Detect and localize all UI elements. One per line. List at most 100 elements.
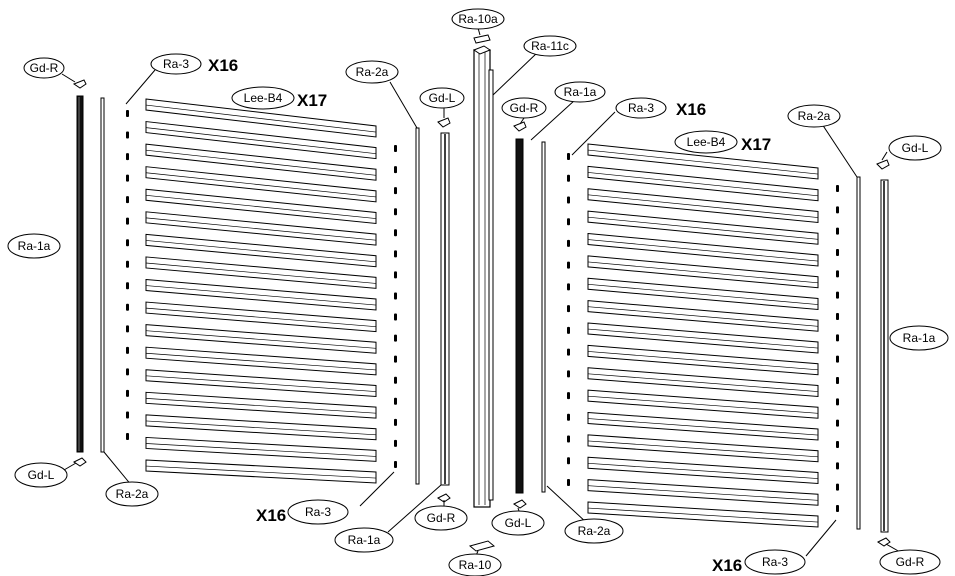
labels: Gd-R Ra-3 X16 Lee-B4 X17 Ra-2a Gd-L Ra-1… — [7, 8, 949, 576]
label-gd-l-bottom-left: Gd-L — [14, 462, 68, 488]
clip-ra-3 — [567, 435, 570, 443]
clip-ra-3 — [126, 196, 129, 204]
label-ra-2a-bottom-right-panel: Ra-2a — [564, 518, 624, 544]
slat — [587, 165, 819, 202]
label-ra-2a-right-panel-top: Ra-2a — [787, 104, 841, 128]
slat — [587, 210, 819, 245]
slat — [145, 211, 377, 246]
clip-ra-3 — [836, 313, 839, 320]
left-panel-clips-left — [126, 110, 129, 440]
svg-text:Ra-3: Ra-3 — [163, 57, 189, 71]
slat — [145, 391, 377, 419]
slat — [145, 436, 377, 462]
svg-text:Gd-R: Gd-R — [30, 61, 59, 75]
svg-text:Ra-1a: Ra-1a — [564, 85, 597, 99]
slat — [145, 459, 377, 484]
svg-text:X16: X16 — [208, 56, 238, 75]
clip-ra-3 — [394, 250, 397, 258]
svg-text:Ra-10: Ra-10 — [459, 558, 492, 572]
clip-ra-3 — [836, 291, 839, 299]
slat-groove — [587, 373, 819, 392]
right-panel-rail-1a-left — [515, 138, 524, 494]
clip-ra-3 — [394, 271, 397, 279]
svg-text:Lee-B4: Lee-B4 — [687, 135, 726, 149]
slat-groove — [145, 375, 377, 392]
svg-text:Ra-3: Ra-3 — [628, 101, 654, 115]
label-ra-3-bottom-left-panel: X16 Ra-3 — [256, 499, 349, 525]
svg-text:Gd-R: Gd-R — [427, 511, 456, 525]
label-ra-1a-right: Ra-1a — [889, 325, 949, 351]
svg-text:Ra-2a: Ra-2a — [798, 109, 831, 123]
post-11c-body — [473, 49, 491, 508]
slat — [145, 301, 377, 333]
slat — [145, 346, 377, 376]
clip-ra-3 — [567, 326, 570, 334]
slat-groove — [145, 285, 377, 306]
slat-groove — [587, 306, 819, 327]
center-post — [468, 34, 496, 552]
clip-ra-3 — [126, 368, 129, 376]
clip-ra-3 — [126, 411, 129, 419]
slat-groove — [587, 418, 819, 436]
svg-text:Ra-2a: Ra-2a — [356, 65, 389, 79]
clip-ra-3 — [394, 229, 397, 237]
svg-text:Ra-10a: Ra-10a — [458, 12, 498, 26]
clip-ra-3 — [567, 196, 570, 204]
right-panel-slats — [587, 143, 819, 528]
slat-groove — [587, 194, 819, 218]
slat-groove — [145, 352, 377, 371]
post-base-10 — [468, 540, 496, 552]
label-gd-l-bottom-center: Gd-L — [491, 510, 545, 536]
clip-ra-3 — [394, 145, 397, 152]
slat — [145, 121, 377, 160]
slat — [145, 166, 377, 203]
right-panel-guide-left-top — [876, 159, 890, 170]
clip-ra-3 — [126, 282, 129, 290]
label-gd-r-center: Gd-R — [501, 97, 547, 119]
clip-ra-3 — [836, 398, 839, 406]
svg-text:X16: X16 — [256, 506, 286, 525]
label-ra-1a-left: Ra-1a — [7, 233, 61, 259]
slat-groove — [145, 127, 377, 155]
slat-groove — [145, 262, 377, 284]
clip-ra-3 — [126, 303, 129, 311]
slat-groove — [587, 462, 819, 479]
left-guide-left-bottom — [73, 457, 87, 467]
clip-ra-3 — [567, 153, 570, 160]
post-cap-10a — [473, 34, 491, 44]
slat — [587, 322, 819, 354]
svg-text:Ra-1a: Ra-1a — [18, 239, 51, 253]
left-rail-2a — [100, 97, 105, 453]
clip-ra-3 — [567, 239, 570, 247]
slat — [145, 143, 377, 181]
svg-text:Gd-R: Gd-R — [510, 101, 539, 115]
clip-ra-3 — [394, 418, 397, 426]
clip-ra-3 — [567, 370, 570, 378]
clip-ra-3 — [836, 483, 839, 491]
slat-groove — [145, 194, 377, 219]
post-11c-top — [472, 45, 492, 55]
clip-ra-3 — [394, 208, 397, 216]
svg-text:Gd-L: Gd-L — [505, 516, 532, 530]
clip-ra-3 — [126, 217, 129, 225]
clip-ra-3 — [126, 346, 129, 354]
clip-ra-3 — [126, 174, 129, 182]
clip-ra-3 — [836, 185, 839, 192]
slat — [587, 434, 819, 463]
clip-ra-3 — [126, 153, 129, 161]
slat-groove — [145, 217, 377, 241]
label-ra-2a-top-left-panel: Ra-2a — [345, 60, 399, 84]
label-gd-l-top-right: Gd-L — [888, 135, 942, 161]
clip-ra-3 — [394, 376, 397, 384]
svg-text:Lee-B4: Lee-B4 — [244, 91, 283, 105]
clip-ra-3 — [567, 283, 570, 291]
slat — [587, 300, 819, 332]
clip-ra-3 — [836, 462, 839, 470]
slat — [587, 255, 819, 289]
slat-groove — [587, 440, 819, 458]
clip-ra-3 — [836, 419, 839, 427]
slat-groove — [587, 216, 819, 240]
slat — [145, 188, 377, 225]
slat — [145, 233, 377, 268]
slat — [145, 414, 377, 441]
